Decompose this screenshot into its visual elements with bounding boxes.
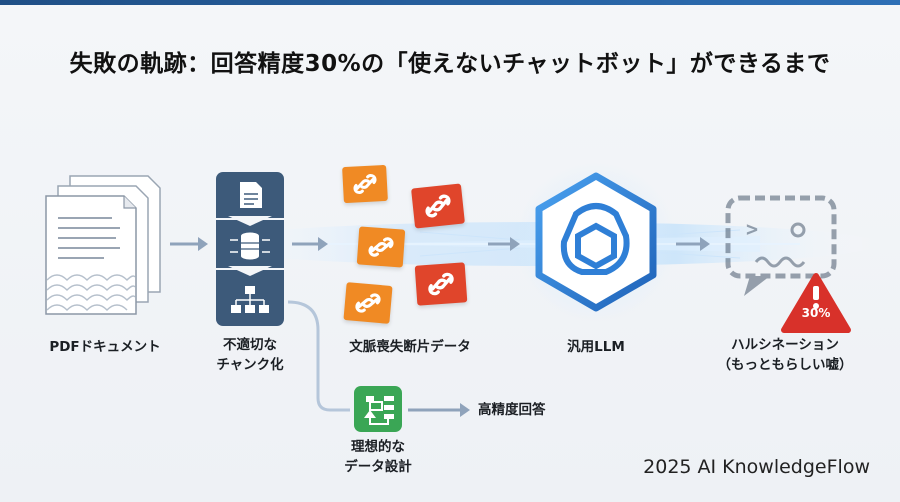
document-icon [240, 182, 262, 208]
broken-link-icon [428, 272, 454, 296]
label-high-accuracy-answer: 高精度回答 [478, 402, 546, 418]
broken-link-icon [355, 293, 381, 313]
label-ideal-data-design: 理想的な データ設計 [318, 437, 438, 477]
arrow-right-icon [292, 237, 328, 251]
broken-link-icon [425, 194, 451, 218]
label-line: 不適切な [223, 337, 277, 353]
warning-badge: 30% [801, 306, 831, 320]
label-context-lost-fragments: 文脈喪失断片データ [349, 339, 471, 355]
label-improper-chunking: 不適切な チャンク化 [190, 335, 310, 375]
arrow-right-icon [170, 237, 208, 251]
arrow-right-icon [408, 403, 470, 417]
label-line: データ設計 [344, 459, 412, 475]
label-line: チャンク化 [216, 357, 284, 373]
chat-bubble-icon: > [725, 195, 837, 296]
svg-text:>: > [746, 217, 758, 241]
broken-link-chip [342, 164, 388, 204]
branch-connector [287, 300, 350, 412]
arrow-right-icon [488, 237, 520, 251]
label-hallucination: ハルシネーション （もっともらしい嘘） [700, 335, 870, 375]
llm-logo-icon [516, 162, 676, 322]
label-general-llm: 汎用LLM [567, 339, 625, 355]
broken-link-chip [343, 282, 393, 324]
document-stack-icon [45, 175, 161, 315]
database-icon [230, 232, 270, 260]
broken-link-icon [353, 173, 377, 195]
label-pdf-document: PDFドキュメント [49, 339, 161, 355]
label-line: 理想的な [351, 439, 405, 455]
hierarchy-icon [231, 286, 269, 313]
arrow-right-icon [676, 237, 710, 251]
broken-link-chip [414, 262, 468, 306]
label-line: ハルシネーション [731, 337, 839, 353]
broken-link-chip [356, 226, 406, 268]
footer-brand: 2025 AI KnowledgeFlow [643, 456, 870, 478]
top-accent-bar [0, 0, 900, 5]
broken-link-chip [411, 183, 465, 229]
flowchart-icon [354, 386, 402, 432]
broken-link-icon [368, 237, 394, 257]
label-line: （もっともらしい嘘） [717, 357, 853, 373]
warning-icon [781, 273, 851, 333]
page-title: 失敗の軌跡：回答精度30%の「使えないチャットボット」ができるまで [69, 51, 831, 77]
